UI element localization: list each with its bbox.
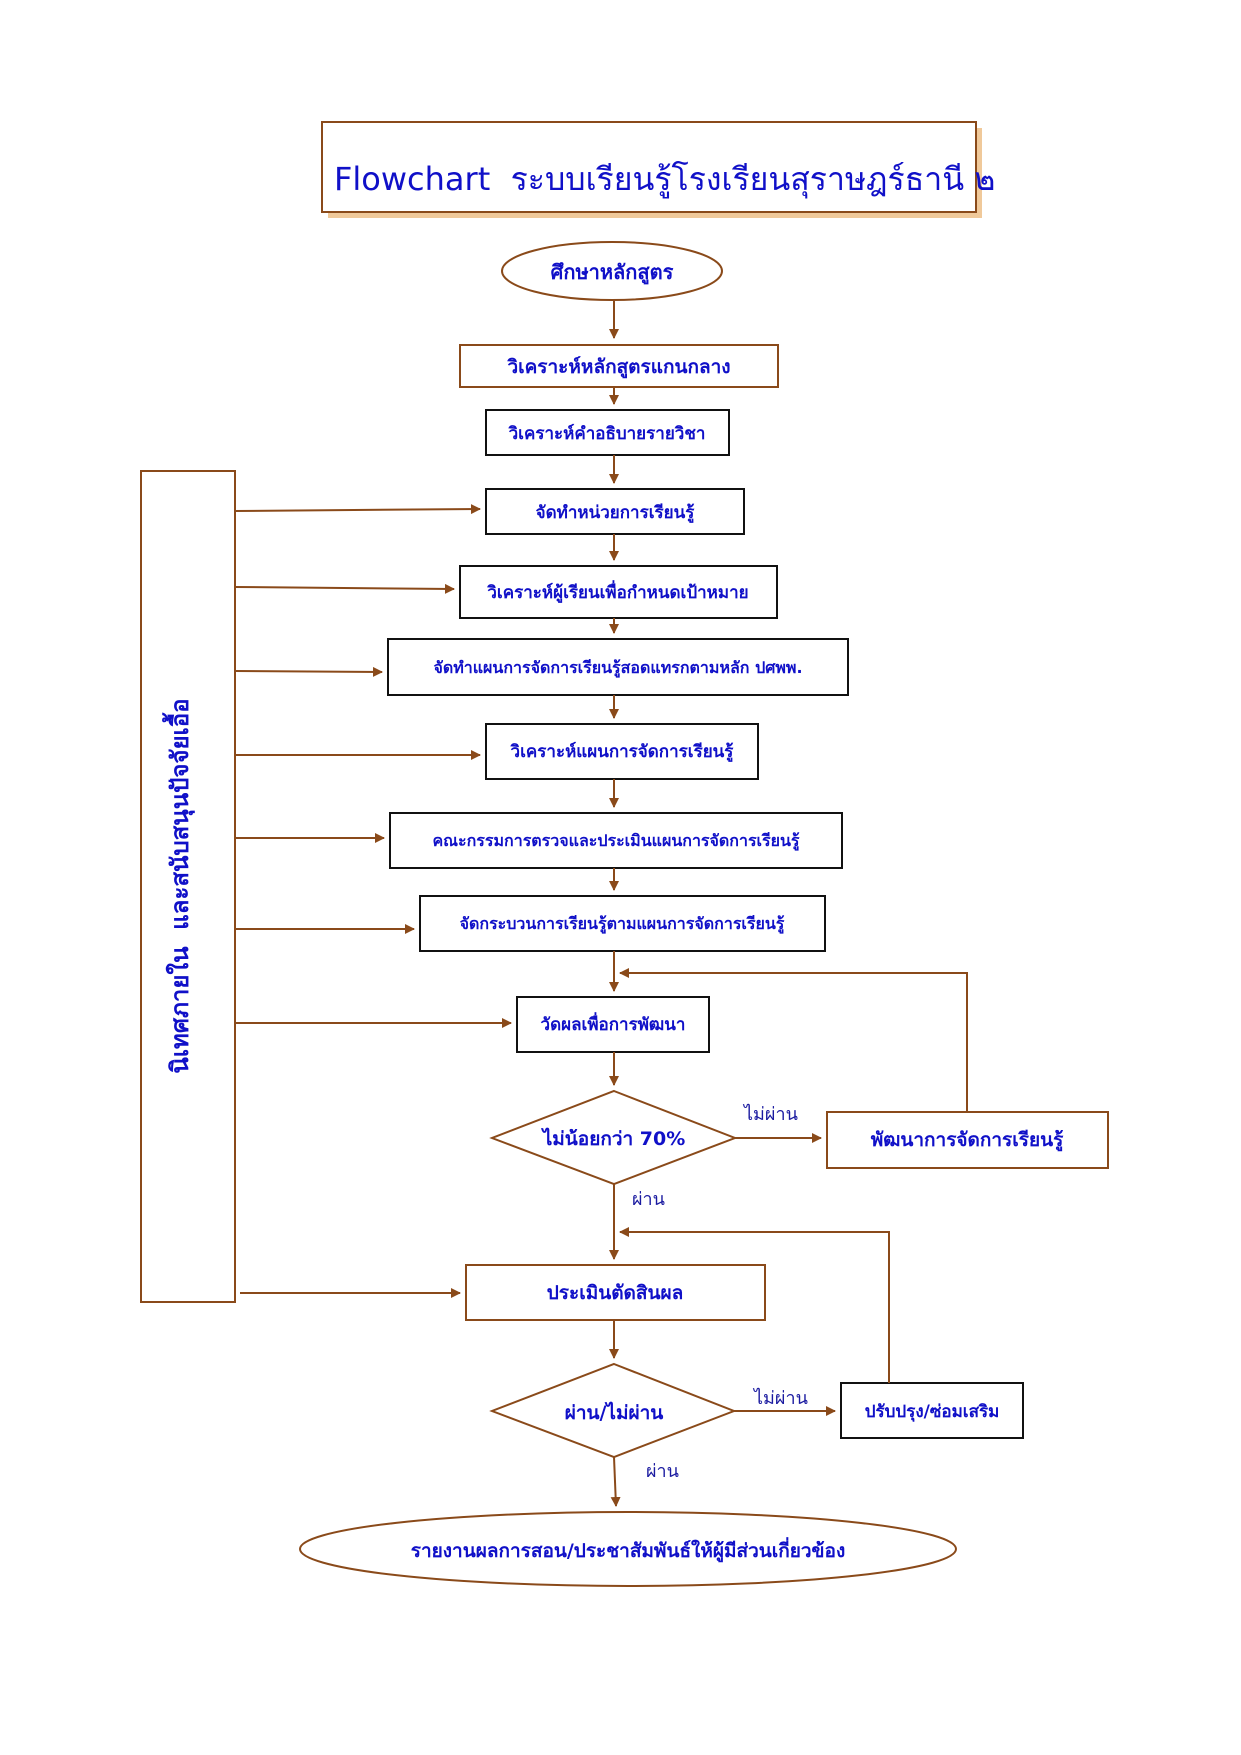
edge-label-fail1: ไม่ผ่าน xyxy=(742,1103,798,1125)
node-course-desc xyxy=(485,409,730,456)
side-arrow-units xyxy=(234,504,481,515)
start-label: ศึกษาหลักสูตร xyxy=(551,260,674,286)
node-committee xyxy=(389,812,843,869)
node-course-desc-label: วิเคราะห์คำอธิบายรายวิชา xyxy=(508,423,705,444)
node-process-label: จัดกระบวนการเรียนรู้ตามแผนการจัดการเรียน… xyxy=(460,914,785,935)
end-label: รายงานผลการสอน/ประชาสัมพันธ์ให้ผู้มีส่วน… xyxy=(411,1537,846,1563)
node-committee-label: คณะกรรมการตรวจและประเมินแผนการจัดการเรีย… xyxy=(432,831,799,852)
node-lesson-plan-label: จัดทำแผนการจัดการเรียนรู้สอดแทรกตามหลัก … xyxy=(433,658,802,679)
node-learner-analysis-label: วิเคราะห์ผู้เรียนเพื่อกำหนดเป้าหมาย xyxy=(487,580,749,604)
node-core-curriculum xyxy=(459,344,779,388)
node-core-curriculum-label: วิเคราะห์หลักสูตรแกนกลาง xyxy=(507,356,730,379)
loop-remedial-to-evaluate xyxy=(619,1227,890,1383)
node-measure xyxy=(516,996,710,1053)
node-remedial xyxy=(840,1382,1024,1439)
node-develop-label: พัฒนาการจัดการเรียนรู้ xyxy=(871,1129,1064,1152)
side-arrows xyxy=(234,504,512,1298)
node-learner-analysis xyxy=(459,565,778,619)
decision1-label: ไม่น้อยกว่า 70% xyxy=(541,1127,686,1150)
node-evaluate xyxy=(465,1264,766,1321)
main-arrows xyxy=(609,301,621,1507)
decision2-label: ผ่าน/ไม่ผ่าน xyxy=(565,1401,664,1424)
edge-label-fail2: ไม่ผ่าน xyxy=(752,1387,808,1409)
node-evaluate-label: ประเมินตัดสินผล xyxy=(547,1282,684,1304)
end-ellipse xyxy=(299,1511,957,1587)
node-plan-analysis-label: วิเคราะห์แผนการจัดการเรียนรู้ xyxy=(510,741,734,763)
node-develop xyxy=(826,1111,1109,1169)
flowchart-title: Flowchart ระบบเรียนรู้โรงเรียนสุราษฎร์ธา… xyxy=(334,160,995,199)
side-support-box xyxy=(140,470,236,1303)
edge-label-pass1: ผ่าน xyxy=(632,1189,665,1210)
side-arrow-learner xyxy=(234,583,455,594)
node-process xyxy=(419,895,826,952)
arrow-decision2-pass xyxy=(610,1456,621,1507)
loop-arrows xyxy=(619,968,968,1416)
node-remedial-label: ปรับปรุง/ซ่อมเสริม xyxy=(865,1402,1000,1422)
side-arrow-plan xyxy=(234,666,383,677)
node-measure-label: วัดผลเพื่อการพัฒนา xyxy=(541,1012,686,1035)
node-plan-analysis xyxy=(485,723,759,780)
side-support-label: นิเทศภายใน และสนับสนุนปัจจัยเอื้อ xyxy=(161,698,196,1073)
edge-label-pass2: ผ่าน xyxy=(646,1461,679,1482)
loop-develop-to-measure xyxy=(619,968,968,1112)
node-lesson-plan xyxy=(387,638,849,696)
node-units-label: จัดทำหน่วยการเรียนรู้ xyxy=(536,502,696,524)
start-ellipse xyxy=(501,241,723,301)
title-box xyxy=(321,121,977,213)
